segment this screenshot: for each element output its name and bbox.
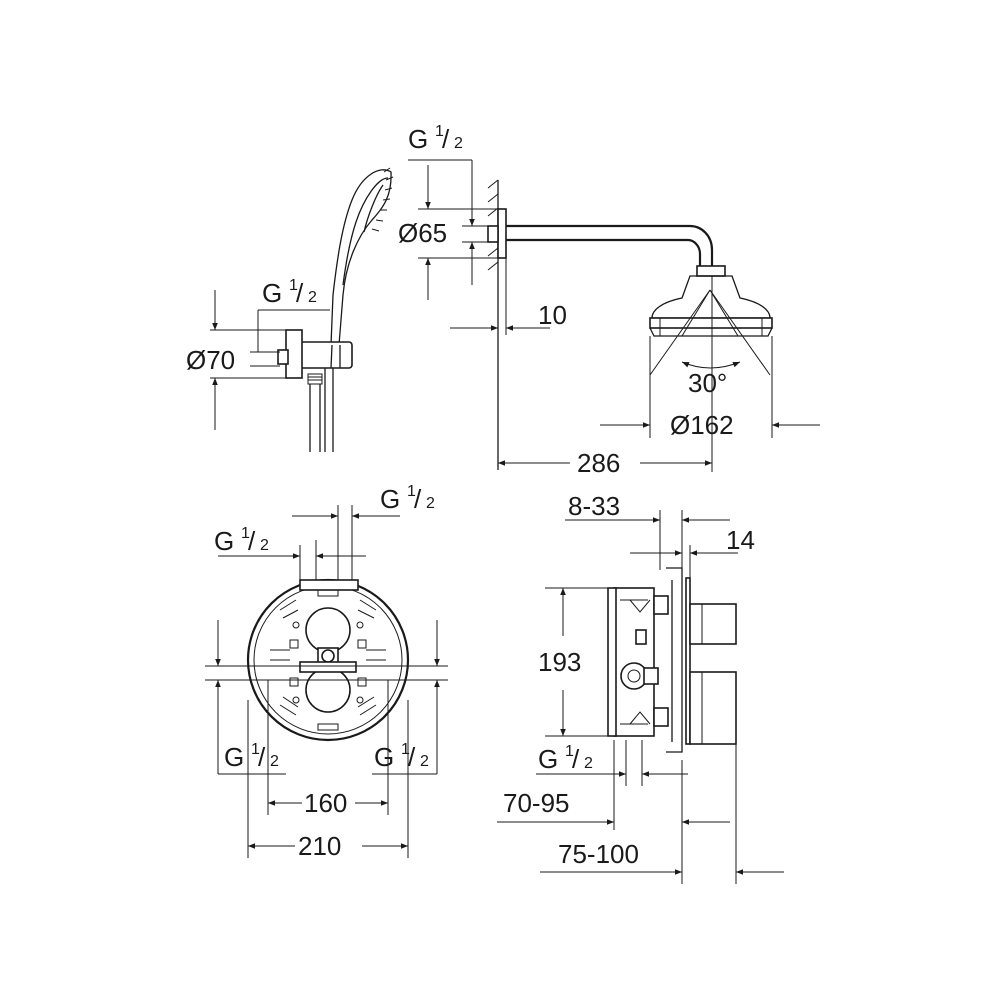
thread-label-valve-bottom-left: G 1 / 2 bbox=[224, 741, 279, 772]
thread-label-arm: G 1 / 2 bbox=[408, 123, 463, 154]
dim-8-33-label: 8-33 bbox=[568, 491, 620, 521]
valve-front-view bbox=[205, 505, 448, 858]
svg-text:1: 1 bbox=[241, 525, 250, 542]
svg-text:G: G bbox=[408, 124, 428, 154]
dim-160-label: 160 bbox=[304, 788, 347, 818]
thread-label-valve-side: G 1 / 2 bbox=[538, 743, 593, 774]
valve-side-view bbox=[497, 510, 784, 884]
thread-label-valve-bottom-right: G 1 / 2 bbox=[374, 741, 429, 772]
svg-text:2: 2 bbox=[270, 753, 279, 770]
svg-text:G: G bbox=[214, 526, 234, 556]
svg-text:2: 2 bbox=[308, 289, 317, 306]
dim-193-label: 193 bbox=[538, 647, 581, 677]
svg-text:1: 1 bbox=[435, 123, 444, 140]
dim-14-label: 14 bbox=[726, 525, 755, 555]
svg-text:2: 2 bbox=[426, 495, 435, 512]
dia-162-label: Ø162 bbox=[670, 410, 734, 440]
svg-text:G: G bbox=[380, 484, 400, 514]
svg-text:/: / bbox=[248, 526, 256, 556]
thread-label-valve-top-right: G 1 / 2 bbox=[380, 483, 435, 514]
svg-text:/: / bbox=[408, 742, 416, 772]
svg-text:G: G bbox=[374, 742, 394, 772]
svg-text:G: G bbox=[224, 742, 244, 772]
svg-text:/: / bbox=[258, 742, 266, 772]
head-shower-view bbox=[408, 159, 820, 472]
dia-65-label: Ø65 bbox=[398, 218, 447, 248]
dim-210-label: 210 bbox=[298, 831, 341, 861]
svg-text:G: G bbox=[538, 744, 558, 774]
dim-75-100-label: 75-100 bbox=[558, 839, 639, 869]
dim-10-label: 10 bbox=[538, 300, 567, 330]
svg-text:/: / bbox=[572, 744, 580, 774]
thread-label-hand-outlet: G 1 / 2 bbox=[262, 277, 317, 308]
svg-text:2: 2 bbox=[454, 135, 463, 152]
svg-text:1: 1 bbox=[289, 277, 298, 294]
dim-286-label: 286 bbox=[577, 448, 620, 478]
svg-text:G: G bbox=[262, 278, 282, 308]
svg-text:2: 2 bbox=[260, 537, 269, 554]
svg-text:1: 1 bbox=[401, 741, 410, 758]
svg-text:2: 2 bbox=[420, 753, 429, 770]
angle-30-label: 30° bbox=[688, 368, 727, 398]
svg-text:1: 1 bbox=[251, 741, 260, 758]
dim-70-95-label: 70-95 bbox=[503, 788, 570, 818]
thread-label-valve-top-left: G 1 / 2 bbox=[214, 525, 269, 556]
svg-text:1: 1 bbox=[407, 483, 416, 500]
svg-text:2: 2 bbox=[584, 755, 593, 772]
dia-70-label: Ø70 bbox=[186, 345, 235, 375]
svg-text:/: / bbox=[296, 278, 304, 308]
hand-shower-view bbox=[210, 167, 394, 452]
svg-text:1: 1 bbox=[565, 743, 574, 760]
svg-text:/: / bbox=[414, 484, 422, 514]
svg-text:/: / bbox=[442, 124, 450, 154]
